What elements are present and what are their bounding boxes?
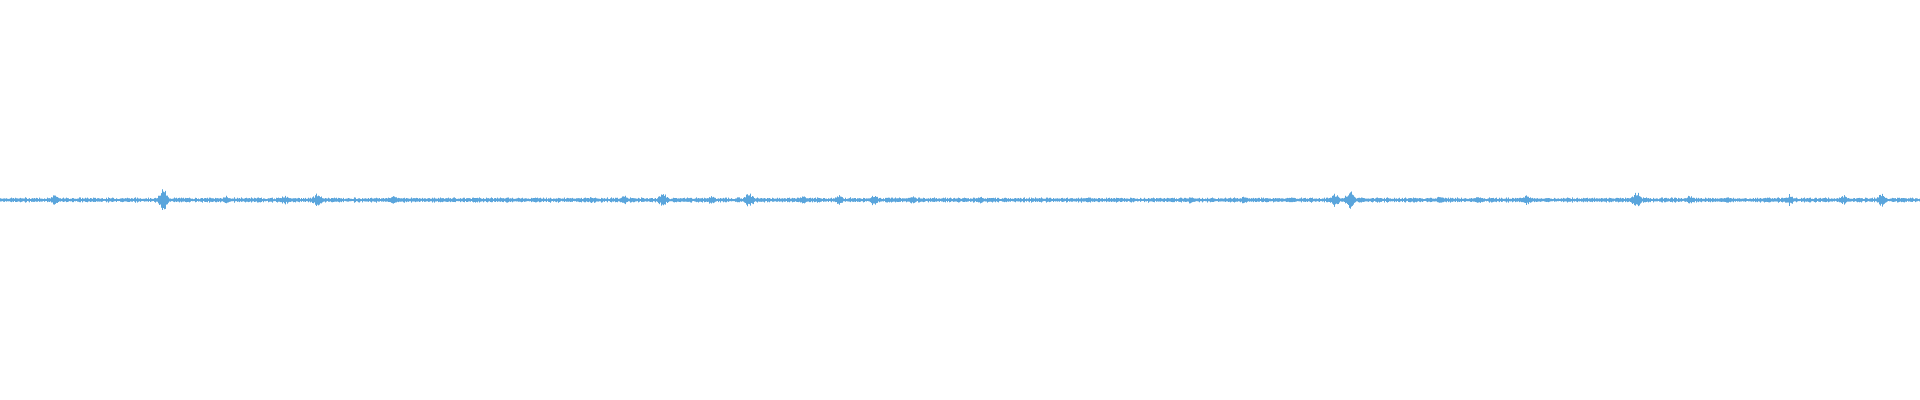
waveform-trace	[0, 189, 1920, 211]
waveform-path	[0, 189, 1920, 211]
